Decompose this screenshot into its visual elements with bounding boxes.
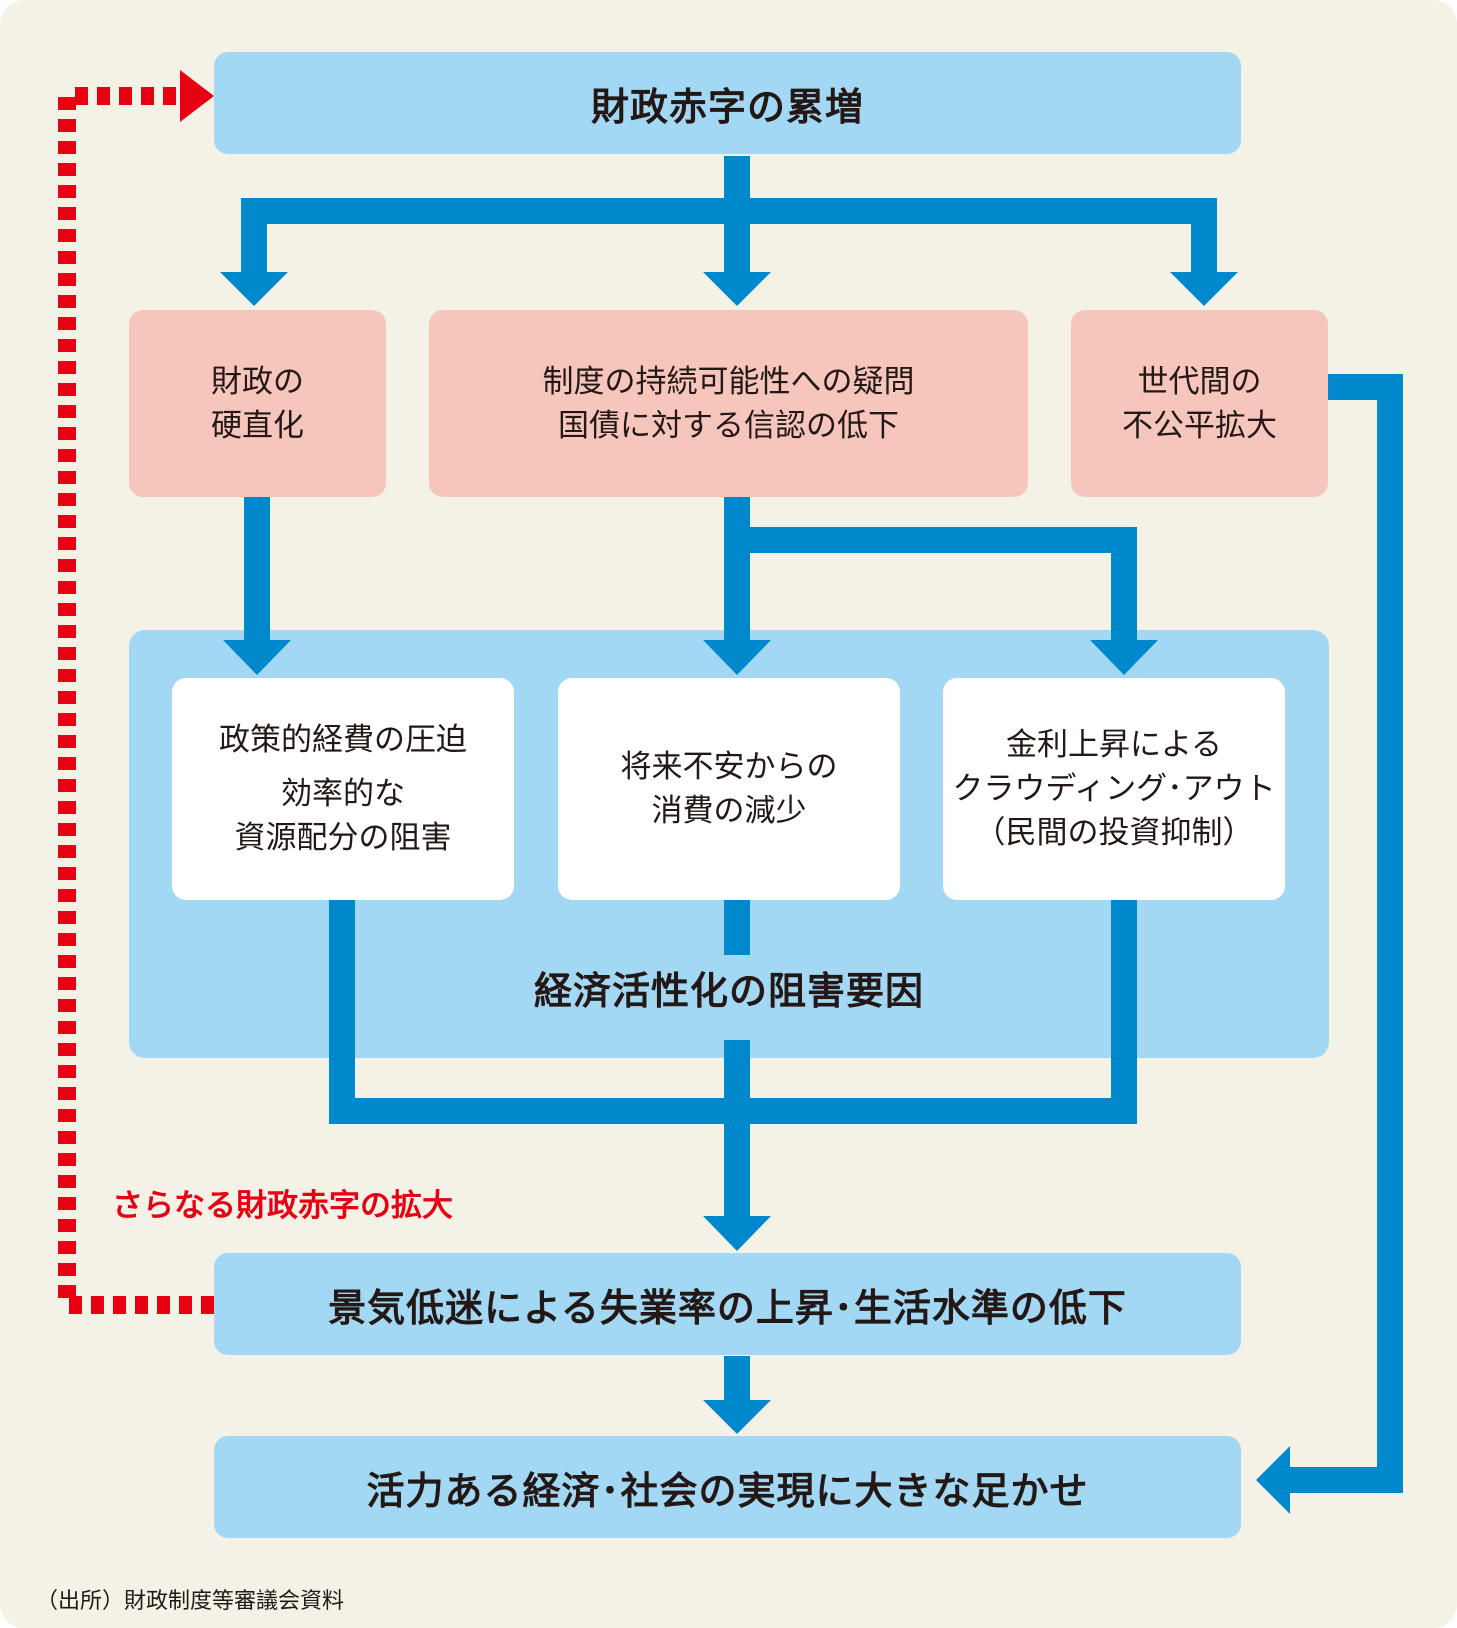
consumption-decline-box: 将来不安からの 消費の減少 bbox=[558, 678, 900, 900]
recession-result-title: 景気低迷による失業率の上昇･生活水準の低下 bbox=[328, 1285, 1127, 1330]
credibility-doubt-line-2: 国債に対する信認の低下 bbox=[558, 407, 899, 444]
arrowhead-center-factor bbox=[703, 640, 771, 675]
arrowhead-result bbox=[703, 1216, 771, 1251]
economic-barrier-label: 経済活性化の阻害要因 bbox=[533, 969, 924, 1013]
policy-expense-pressure-box: 政策的経費の圧迫 効率的な 資源配分の阻害 bbox=[172, 678, 514, 900]
crowding-out-line-2: クラウディング･アウト bbox=[952, 771, 1276, 807]
burden-on-society-box: 活力ある経済･社会の実現に大きな足かせ bbox=[214, 1436, 1241, 1538]
fiscal-rigidity-box: 財政の 硬直化 bbox=[129, 310, 386, 497]
resource-allocation-line-2: 資源配分の阻害 bbox=[234, 820, 452, 856]
fiscal-rigidity-line-1: 財政の bbox=[211, 363, 304, 400]
source-note: （出所）財政制度等審議会資料 bbox=[36, 1589, 345, 1614]
generational-inequity-box: 世代間の 不公平拡大 bbox=[1071, 310, 1328, 497]
consumption-decline-line-2: 消費の減少 bbox=[651, 793, 807, 829]
connector-right-loop bbox=[1290, 374, 1403, 1493]
arrowhead-right-factor bbox=[1090, 640, 1158, 675]
arrowhead-left-factor bbox=[223, 640, 291, 675]
arrowhead-top-right bbox=[1170, 272, 1238, 306]
arrowhead-right-final bbox=[1256, 1446, 1290, 1514]
credibility-doubt-line-1: 制度の持続可能性への疑問 bbox=[542, 363, 915, 400]
feedback-loop bbox=[58, 87, 214, 1314]
crowding-out-line-1: 金利上昇による bbox=[1005, 727, 1223, 763]
fiscal-rigidity-line-2: 硬直化 bbox=[211, 407, 304, 444]
connector-center-bar bbox=[737, 527, 1137, 640]
arrowhead-top-center bbox=[703, 272, 771, 306]
consumption-decline-line-1: 将来不安からの bbox=[620, 749, 838, 785]
further-deficit-label: さらなる財政赤字の拡大 bbox=[112, 1188, 453, 1224]
generational-inequity-line-2: 不公平拡大 bbox=[1122, 407, 1277, 444]
deficit-accumulation-box: 財政赤字の累増 bbox=[214, 52, 1241, 154]
policy-expense-line-1: 政策的経費の圧迫 bbox=[219, 722, 467, 758]
feedback-arrowhead bbox=[180, 70, 214, 122]
burden-on-society-title: 活力ある経済･社会の実現に大きな足かせ bbox=[366, 1468, 1089, 1513]
arrowhead-final bbox=[703, 1400, 771, 1434]
credibility-doubt-box: 制度の持続可能性への疑問 国債に対する信認の低下 bbox=[429, 310, 1028, 497]
crowding-out-box: 金利上昇による クラウディング･アウト （民間の投資抑制） bbox=[943, 678, 1285, 900]
arrowhead-top-left bbox=[220, 272, 288, 306]
crowding-out-line-3: （民間の投資抑制） bbox=[974, 815, 1254, 851]
deficit-accumulation-title: 財政赤字の累増 bbox=[590, 84, 864, 129]
resource-allocation-line-1: 効率的な bbox=[281, 776, 405, 812]
recession-result-box: 景気低迷による失業率の上昇･生活水準の低下 bbox=[214, 1253, 1241, 1355]
generational-inequity-line-1: 世代間の bbox=[1137, 363, 1262, 400]
